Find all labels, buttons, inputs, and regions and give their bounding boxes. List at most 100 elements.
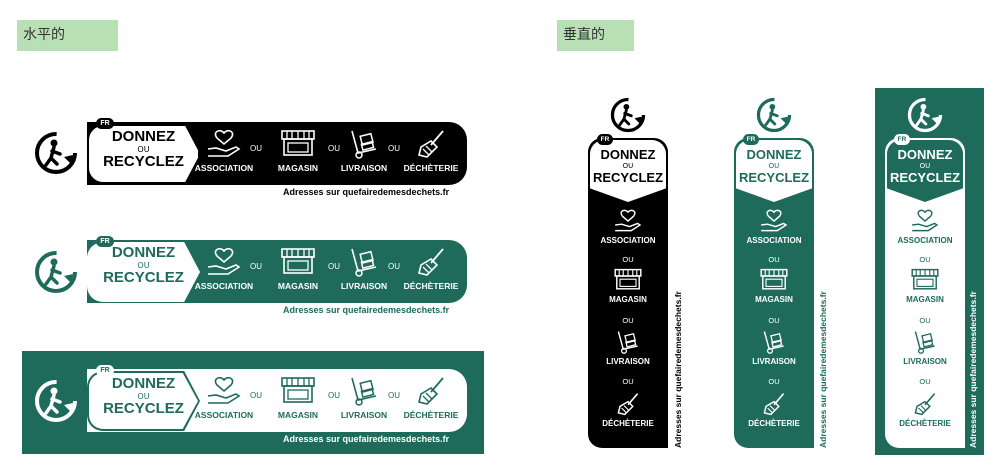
broom-icon — [914, 393, 936, 416]
broom-icon — [418, 377, 444, 405]
option-label: DÉCHÈTERIE — [602, 419, 654, 428]
option-label: MAGASIN — [277, 281, 319, 291]
ou-separator: OU — [250, 262, 262, 271]
option-label: LIVRAISON — [752, 357, 796, 366]
ou-text: OU — [137, 261, 150, 270]
recyclez-text: RECYCLEZ — [889, 170, 961, 185]
option-label: DÉCHÈTERIE — [403, 281, 459, 291]
option-label: LIVRAISON — [340, 163, 388, 173]
heart-hand-icon — [912, 209, 939, 232]
donnez-recyclez-card: DONNEZ OU RECYCLEZ — [89, 373, 198, 429]
hand-truck-icon — [351, 130, 377, 159]
ou-text: OU — [137, 392, 150, 401]
donnez-text: DONNEZ — [111, 375, 176, 392]
option-label: MAGASIN — [755, 295, 793, 304]
option-decheterie: DÉCHÈTERIE — [588, 392, 668, 428]
hand-truck-icon — [351, 377, 377, 406]
ou-separator: OU — [328, 391, 340, 400]
option-label: DÉCHÈTERIE — [748, 419, 800, 428]
ou-separator: OU — [388, 262, 400, 271]
donnez-recyclez-card: DONNEZ OU RECYCLEZ — [590, 140, 666, 202]
shop-icon — [281, 130, 315, 156]
hand-truck-icon — [351, 248, 377, 277]
option-livraison: LIVRAISON — [885, 330, 965, 366]
fr-badge: FR — [597, 134, 613, 145]
ou-separator: OU — [388, 144, 400, 153]
recycle-triman-icon — [756, 97, 792, 133]
section-label-vertical: 垂直的 — [557, 20, 634, 51]
ou-separator: OU — [919, 377, 931, 386]
option-association: ASSOCIATION — [193, 247, 255, 291]
option-label: LIVRAISON — [340, 410, 388, 420]
option-magasin: MAGASIN — [270, 247, 326, 291]
option-magasin: MAGASIN — [734, 268, 814, 304]
ou-text: OU — [137, 145, 150, 154]
recyclez-text: RECYCLEZ — [103, 153, 184, 170]
broom-icon — [418, 130, 444, 158]
option-label: DÉCHÈTERIE — [899, 419, 951, 428]
ou-separator: OU — [250, 391, 262, 400]
option-label: ASSOCIATION — [194, 410, 254, 420]
donnez-recyclez-card: DONNEZ OU RECYCLEZ — [736, 140, 812, 202]
ou-separator: OU — [250, 144, 262, 153]
fr-badge: FR — [743, 134, 759, 145]
broom-icon — [418, 248, 444, 276]
donnez-recyclez-card: DONNEZ OU RECYCLEZ — [887, 140, 963, 202]
fr-badge: FR — [96, 118, 114, 129]
shop-icon — [760, 268, 788, 290]
section-label-horizontal: 水平的 — [17, 20, 118, 51]
option-label: MAGASIN — [906, 295, 944, 304]
donnez-text: DONNEZ — [897, 147, 953, 162]
option-decheterie: DÉCHÈTERIE — [401, 376, 461, 420]
recyclez-text: RECYCLEZ — [103, 269, 184, 286]
fr-badge: FR — [96, 236, 114, 247]
ou-separator: OU — [622, 255, 634, 264]
ou-separator: OU — [768, 316, 780, 325]
option-label: MAGASIN — [609, 295, 647, 304]
recycle-triman-icon — [35, 132, 77, 174]
option-label: ASSOCIATION — [194, 163, 254, 173]
ou-separator: OU — [768, 377, 780, 386]
donnez-text: DONNEZ — [600, 147, 656, 162]
ou-separator: OU — [388, 391, 400, 400]
option-label: ASSOCIATION — [746, 236, 802, 245]
address-text: Adresses sur quefairedemesdechets.fr — [283, 187, 450, 197]
option-decheterie: DÉCHÈTERIE — [401, 247, 461, 291]
heart-hand-icon — [761, 209, 788, 232]
address-text: Adresses sur quefairedemesdechets.fr — [968, 291, 978, 448]
broom-icon — [617, 393, 639, 416]
shop-icon — [911, 268, 939, 290]
shop-icon — [614, 268, 642, 290]
heart-hand-icon — [615, 209, 642, 232]
option-association: ASSOCIATION — [588, 209, 668, 245]
option-label: ASSOCIATION — [194, 281, 254, 291]
recycle-triman-icon — [35, 251, 77, 293]
ou-separator: OU — [768, 255, 780, 264]
option-magasin: MAGASIN — [588, 268, 668, 304]
option-decheterie: DÉCHÈTERIE — [734, 392, 814, 428]
shop-icon — [281, 377, 315, 403]
option-label: DÉCHÈTERIE — [403, 163, 459, 173]
option-label: MAGASIN — [277, 163, 319, 173]
donnez-recyclez-card: DONNEZ OU RECYCLEZ — [87, 242, 200, 302]
address-text: Adresses sur quefairedemesdechets.fr — [283, 305, 450, 315]
heart-hand-icon — [207, 130, 241, 157]
option-association: ASSOCIATION — [734, 209, 814, 245]
ou-text: OU — [622, 162, 634, 170]
ou-separator: OU — [328, 144, 340, 153]
donnez-recyclez-card: DONNEZ OU RECYCLEZ — [87, 124, 200, 184]
option-label: ASSOCIATION — [600, 236, 656, 245]
ou-separator: OU — [622, 316, 634, 325]
recycle-triman-icon — [610, 97, 646, 133]
option-label: ASSOCIATION — [897, 236, 953, 245]
option-label: LIVRAISON — [340, 281, 388, 291]
donnez-text: DONNEZ — [111, 128, 176, 145]
option-livraison: LIVRAISON — [339, 247, 389, 291]
donnez-text: DONNEZ — [111, 244, 176, 261]
option-label: MAGASIN — [277, 410, 319, 420]
option-association: ASSOCIATION — [193, 376, 255, 420]
ou-separator: OU — [328, 262, 340, 271]
option-label: DÉCHÈTERIE — [403, 410, 459, 420]
fr-badge: FR — [96, 365, 114, 376]
recyclez-text: RECYCLEZ — [738, 170, 810, 185]
